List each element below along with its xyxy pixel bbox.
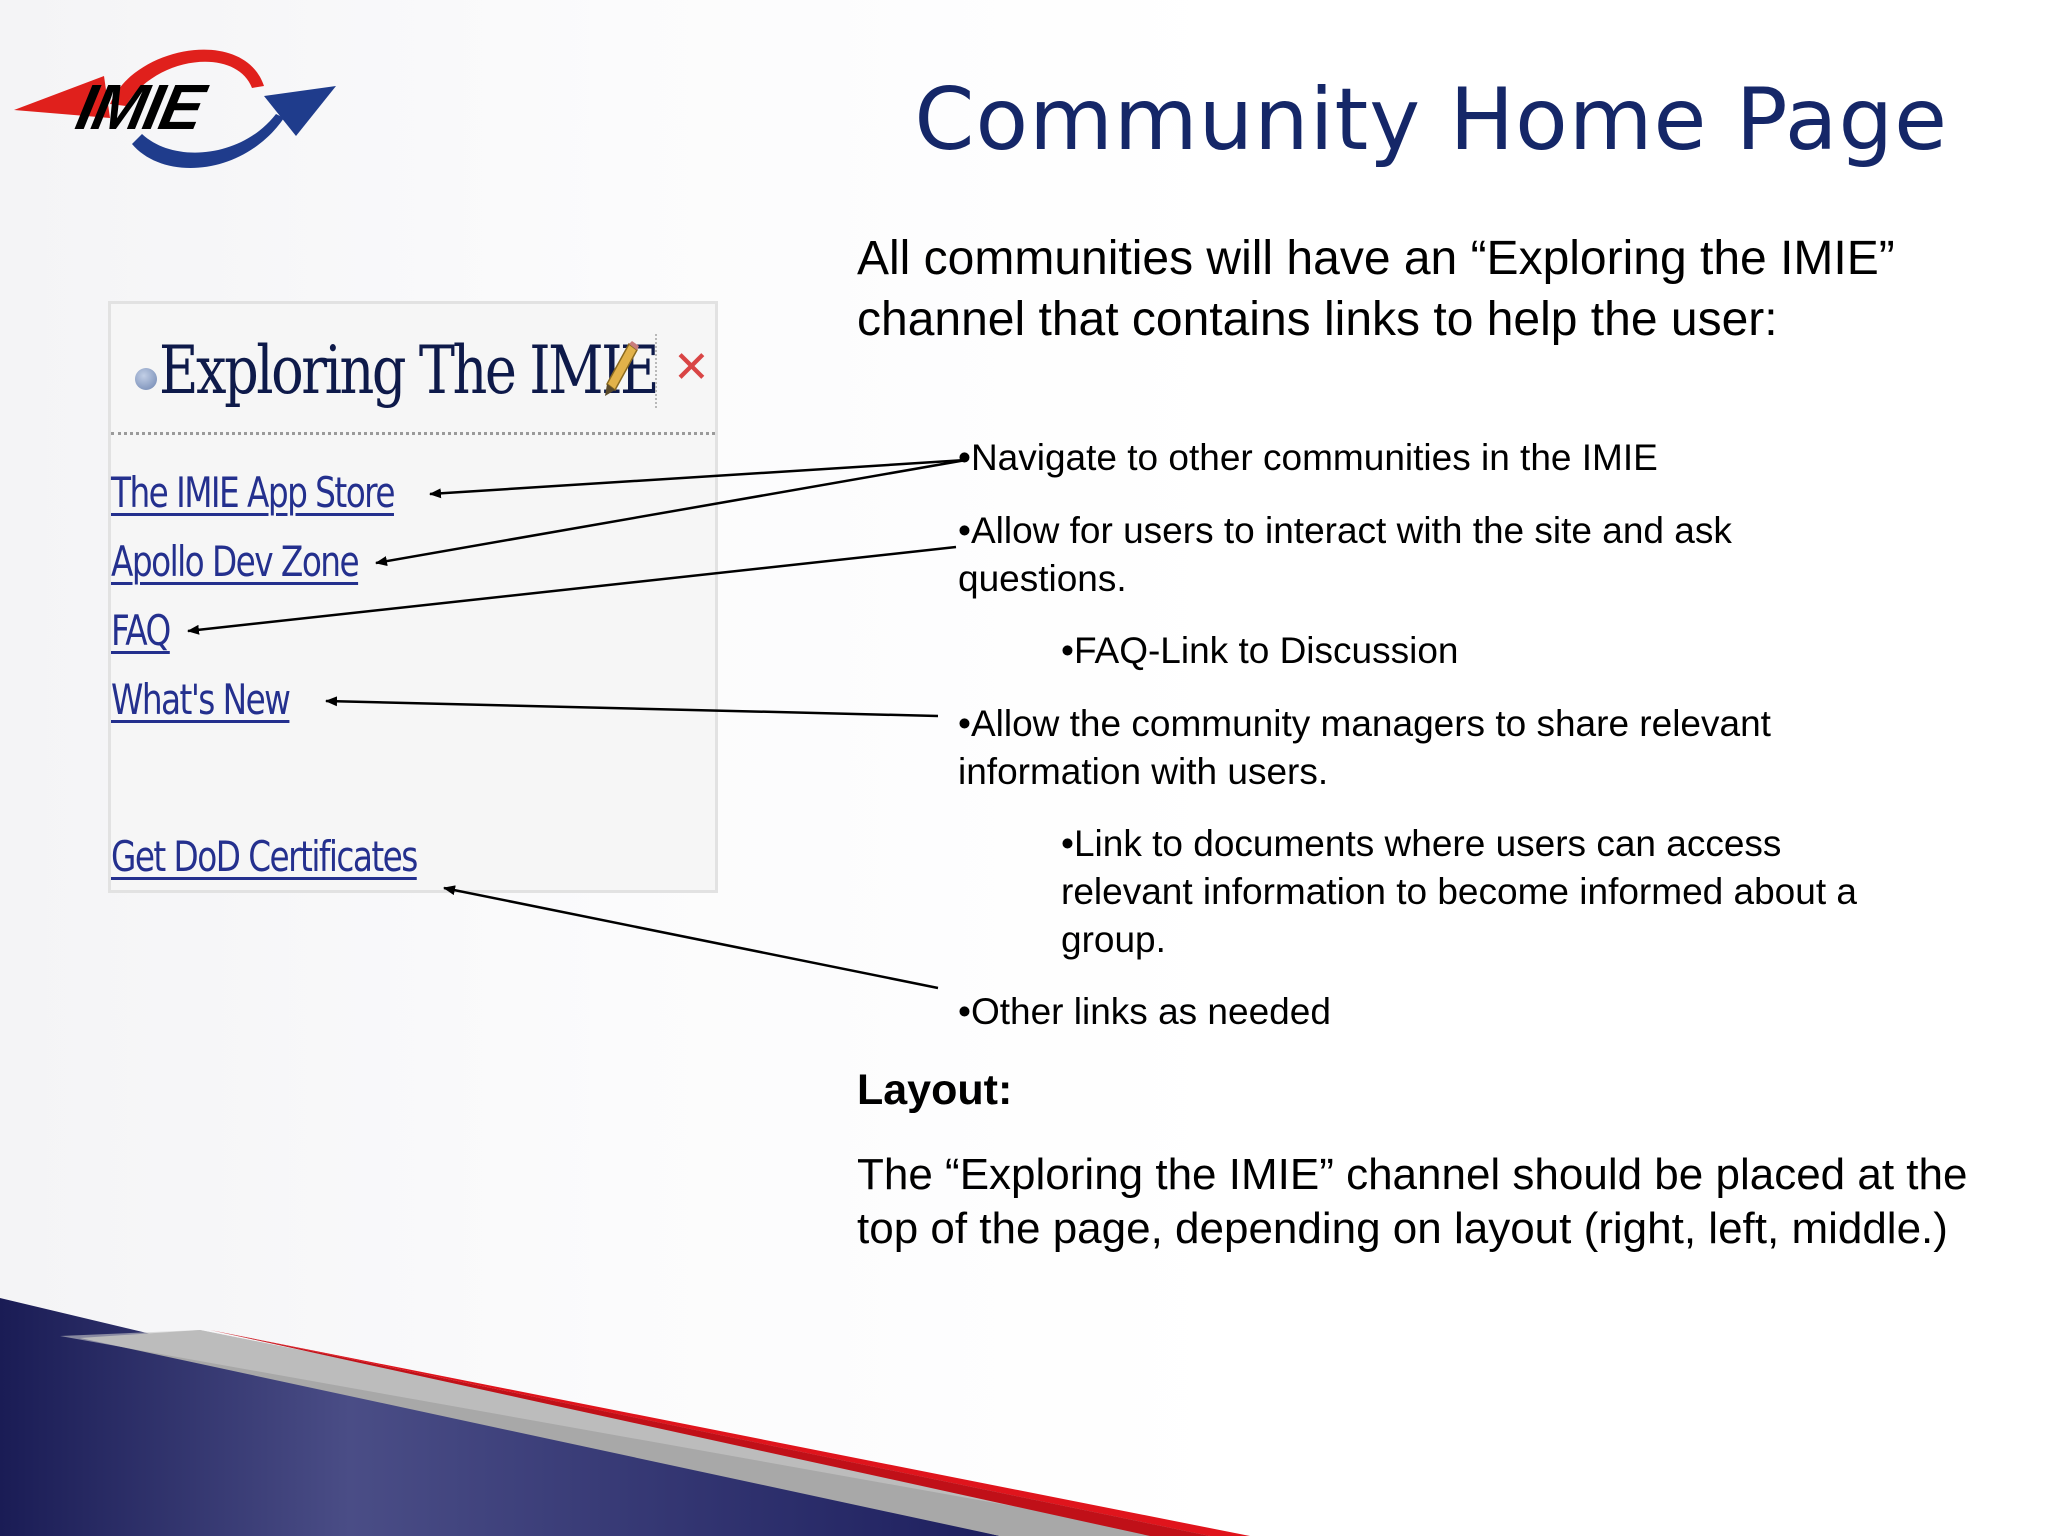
layout-body: The “Exploring the IMIE” channel should … xyxy=(857,1150,1968,1253)
bullet-faq: •FAQ-Link to Discussion xyxy=(1061,627,1458,675)
collapse-icon[interactable] xyxy=(135,368,157,390)
channel-title: Exploring The IMIE xyxy=(159,332,659,409)
bullet-line: questions. xyxy=(958,558,1127,599)
bullet-interact: •Allow for users to interact with the si… xyxy=(958,507,1732,603)
bullet-line: relevant information to become informed … xyxy=(1061,871,1857,912)
imie-logo: IMIE xyxy=(14,26,344,176)
bullet-documents: •Link to documents where users can acces… xyxy=(1061,820,1857,964)
link-faq[interactable]: FAQ xyxy=(111,606,171,655)
bullet-line: group. xyxy=(1061,919,1166,960)
channel-header: Exploring The IMIE ✕ xyxy=(111,304,715,434)
bullet-other: •Other links as needed xyxy=(958,988,1331,1036)
bullet-line: •FAQ-Link to Discussion xyxy=(1061,630,1459,671)
link-imie-app-store[interactable]: The IMIE App Store xyxy=(111,468,396,517)
edit-pencil-icon[interactable] xyxy=(601,340,641,400)
channel-separator xyxy=(111,432,715,435)
intro-paragraph: All communities will have an “Exploring … xyxy=(857,232,1895,346)
logo-swoosh-icon xyxy=(14,49,336,169)
bullet-line: •Other links as needed xyxy=(958,991,1331,1032)
page-title: Community Home Page xyxy=(914,70,1948,170)
link-get-dod-certificates[interactable]: Get DoD Certificates xyxy=(111,832,418,881)
header-divider xyxy=(655,334,657,408)
bullet-line: •Allow the community managers to share r… xyxy=(958,703,1771,744)
bullet-line: •Link to documents where users can acces… xyxy=(1061,823,1782,864)
bullet-share: •Allow the community managers to share r… xyxy=(958,700,1771,796)
bullet-line: •Allow for users to interact with the si… xyxy=(958,510,1732,551)
link-whats-new[interactable]: What's New xyxy=(111,675,291,724)
bullet-line: •Navigate to other communities in the IM… xyxy=(958,437,1658,478)
bullet-navigate: •Navigate to other communities in the IM… xyxy=(958,434,1658,482)
layout-heading: Layout: xyxy=(857,1066,1013,1114)
close-icon[interactable]: ✕ xyxy=(673,342,710,393)
bullet-line: information with users. xyxy=(958,751,1329,792)
